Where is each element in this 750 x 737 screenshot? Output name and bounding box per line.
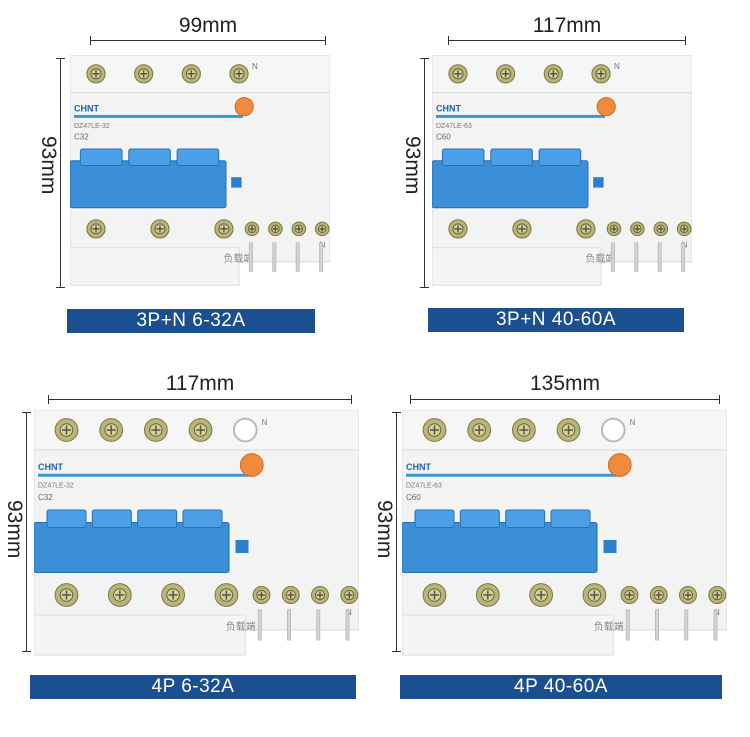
- caption-bar: 4P 6-32A: [30, 675, 356, 699]
- terminal-pin: [713, 609, 718, 641]
- height-dimension-line: [392, 412, 401, 652]
- handle-bar: [432, 160, 589, 209]
- terminal-pin: [655, 609, 659, 641]
- terminal-pin: [257, 609, 262, 641]
- width-label: 117mm: [165, 372, 235, 395]
- toggle-handle: [459, 509, 500, 528]
- brand-logo: CHNT: [436, 103, 461, 113]
- bottom-cover: [70, 247, 240, 286]
- rating-text: C60: [436, 133, 451, 142]
- width-dimension-line: [90, 36, 326, 45]
- neutral-mark-top: N: [614, 62, 620, 71]
- indicator-window: [235, 540, 249, 553]
- toggle-handle: [505, 509, 546, 528]
- terminal-pin: [684, 609, 689, 641]
- terminal-pin: [319, 242, 324, 272]
- brand-logo: CHNT: [406, 462, 431, 472]
- toggle-handle: [550, 509, 591, 528]
- handle-bar: [70, 160, 227, 209]
- model-text: DZ47LE-63: [436, 123, 472, 130]
- load-side-label: 负载端: [226, 620, 256, 633]
- width-dimension-line: [448, 36, 686, 45]
- load-side-label: 负载端: [594, 620, 624, 633]
- terminal-pin: [625, 609, 630, 641]
- toggle-handle: [128, 148, 171, 166]
- height-dimension-line: [420, 58, 429, 288]
- terminal-pin: [287, 609, 291, 641]
- model-text: DZ47LE-32: [74, 123, 110, 130]
- rating-text: C60: [406, 493, 421, 502]
- toggle-handle: [182, 509, 223, 528]
- indicator-window: [593, 177, 604, 188]
- handle-bar: [34, 522, 230, 573]
- neutral-mark-top: N: [252, 62, 258, 71]
- model-text: DZ47LE-32: [38, 483, 74, 490]
- brand-logo: CHNT: [38, 462, 63, 472]
- test-button-icon: [239, 453, 264, 477]
- terminal-pin: [295, 242, 300, 272]
- neutral-mark-top: N: [630, 418, 636, 427]
- width-label: 99mm: [178, 14, 238, 37]
- width-dimension-line: [48, 395, 352, 404]
- toggle-handle: [176, 148, 220, 166]
- brand-stripe: [406, 473, 618, 477]
- caption-bar: 3P+N 40-60A: [428, 308, 684, 332]
- height-label: 93mm: [373, 500, 396, 559]
- neutral-mark-top: N: [262, 418, 268, 427]
- height-dimension-line: [22, 412, 31, 652]
- terminal-pin: [657, 242, 662, 272]
- load-side-label: 负载端: [223, 252, 253, 265]
- empty-terminal-hole: [600, 417, 626, 443]
- brand-logo: CHNT: [74, 103, 99, 113]
- toggle-handle: [538, 148, 582, 166]
- rating-text: C32: [38, 493, 53, 502]
- terminal-pin: [345, 609, 350, 641]
- test-button-icon: [234, 97, 254, 117]
- terminal-pin: [248, 242, 253, 272]
- width-label: 117mm: [532, 14, 602, 37]
- terminal-pin: [316, 609, 321, 641]
- height-label: 93mm: [3, 500, 26, 559]
- width-label: 135mm: [529, 372, 601, 395]
- test-button-icon: [607, 453, 632, 477]
- caption-bar: 4P 40-60A: [400, 675, 722, 699]
- load-side-label: 负载端: [585, 252, 615, 265]
- terminal-pin: [681, 242, 686, 272]
- bottom-cover: [432, 247, 602, 286]
- caption-bar: 3P+N 6-32A: [67, 309, 315, 333]
- model-text: DZ47LE-63: [406, 483, 442, 490]
- brand-stripe: [74, 114, 243, 118]
- height-dimension-line: [56, 58, 65, 288]
- indicator-window: [231, 177, 242, 188]
- brand-stripe: [38, 473, 250, 477]
- bottom-cover: [34, 614, 246, 656]
- height-label: 93mm: [401, 136, 424, 195]
- toggle-handle: [79, 148, 123, 166]
- brand-stripe: [436, 114, 605, 118]
- bottom-cover: [402, 614, 614, 656]
- empty-terminal-hole: [232, 417, 258, 443]
- terminal-pin: [272, 242, 277, 272]
- rating-text: C32: [74, 133, 89, 142]
- toggle-handle: [414, 509, 455, 528]
- height-label: 93mm: [37, 136, 60, 195]
- toggle-handle: [46, 509, 87, 528]
- toggle-handle: [137, 509, 178, 528]
- width-dimension-line: [410, 395, 720, 404]
- toggle-handle: [490, 148, 533, 166]
- terminal-pin: [634, 242, 639, 272]
- toggle-handle: [441, 148, 485, 166]
- terminal-pin: [610, 242, 615, 272]
- test-button-icon: [596, 97, 616, 117]
- indicator-window: [603, 540, 617, 553]
- handle-bar: [402, 522, 598, 573]
- toggle-handle: [91, 509, 132, 528]
